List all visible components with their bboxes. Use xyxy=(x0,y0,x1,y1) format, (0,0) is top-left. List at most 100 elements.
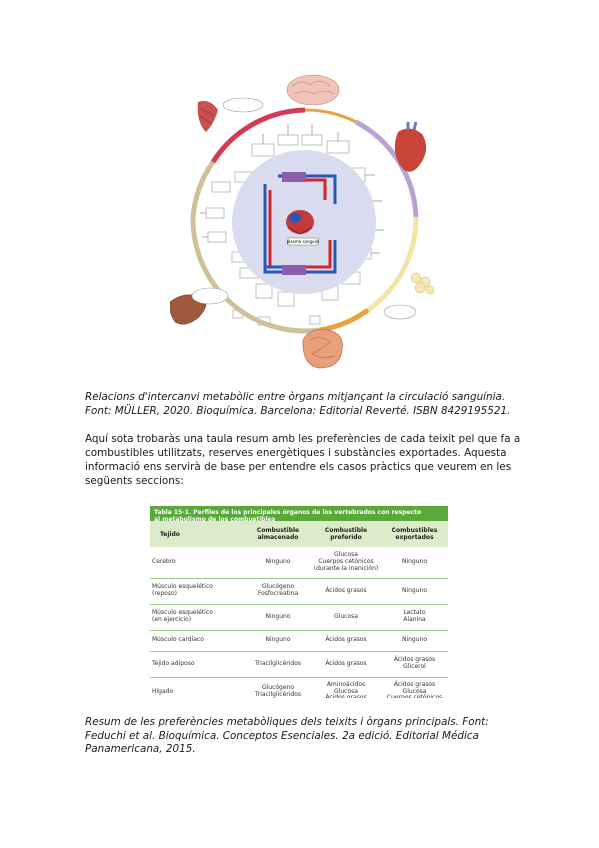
cell-line: (en ejercicio) xyxy=(152,616,192,623)
capillary-top xyxy=(282,172,306,182)
table-cell: Tejido adiposo xyxy=(150,651,245,678)
table-title-line: Tabla 15-1. Perfiles de los principales … xyxy=(154,509,422,516)
cell-line: Glucógeno xyxy=(261,684,295,692)
intestine-icon xyxy=(302,329,343,369)
cell-line: Ácidos grasos xyxy=(325,636,367,644)
cell-line: Glucosa xyxy=(334,551,358,559)
paragraph-line: següents seccions: xyxy=(85,475,184,487)
heart-icon xyxy=(394,121,427,172)
intro-paragraph: Aquí sota trobaràs una taula resum amb l… xyxy=(85,432,525,488)
table-cell: Ninguno xyxy=(245,547,311,579)
cell-line: Triacilglicéridos xyxy=(254,691,302,698)
central-heart xyxy=(286,210,314,235)
cell-line: Músculo esquelético xyxy=(152,609,213,617)
cell-line: Tejido adiposo xyxy=(152,659,195,667)
metabolic-exchange-figure: plasma sanguini xyxy=(169,72,440,372)
table-cell: Hígado xyxy=(150,677,245,698)
cell-line: Triacilglicéridos xyxy=(254,659,302,667)
cell-line: Ninguno xyxy=(265,636,291,644)
paragraph-line: Aquí sota trobaràs una taula resum amb l… xyxy=(85,433,521,445)
brain-icon xyxy=(286,74,340,106)
cell-line: Glicerol xyxy=(403,663,426,670)
table-cell: Músculo esquelético(en ejercicio) xyxy=(150,604,245,631)
caption-line: Resum de les preferències metabòliques d… xyxy=(85,716,489,728)
cell-line: Hígado xyxy=(152,687,174,695)
table-cell: Ninguno xyxy=(381,578,448,605)
cell-line: Fosfocreatina xyxy=(257,590,299,597)
muscle-icon xyxy=(197,101,218,132)
paragraph-line: informació ens servirà de base per enten… xyxy=(85,461,512,473)
cell-line: Ácidos grasos xyxy=(325,586,367,594)
table-row: Músculo esquelético(en ejercicio) Ninguno… xyxy=(150,604,448,631)
table-cell: Ácidos grasos xyxy=(311,630,381,652)
caption-line: Relacions d'intercanvi metabòlic entre ò… xyxy=(85,391,506,403)
table-cell: Glucosa xyxy=(311,604,381,631)
figure-caption: Relacions d'intercanvi metabòlic entre ò… xyxy=(85,391,525,418)
column-header: Tejido xyxy=(150,521,245,547)
cell-line: Ácidos grasos xyxy=(393,656,436,664)
cell-line: Ninguno xyxy=(265,612,291,620)
cell-line: Cuerpos cetónicos xyxy=(386,694,443,698)
cell-line: Glucosa xyxy=(402,687,427,695)
cell-line: Ninguno xyxy=(401,557,428,565)
plasma-label: plasma sanguini xyxy=(287,239,320,244)
fuel-profile-table: Tabla 15-1. Perfiles de los principales … xyxy=(150,506,448,698)
flow-arrows xyxy=(200,124,384,254)
plasma-label-box xyxy=(287,237,319,246)
caption-source: Font: MÜLLER, 2020. Bioquímica. Barcelon… xyxy=(85,404,511,417)
cell-line: Alanina xyxy=(403,616,426,623)
cell-line: Ninguno xyxy=(265,557,291,565)
column-header: Combustibles exportados xyxy=(381,521,448,547)
cell-line: Aminoácidos xyxy=(326,680,366,688)
cell-line: Lactato xyxy=(403,609,426,617)
metabolic-diagram: plasma sanguini xyxy=(169,74,435,369)
cell-line: Glucosa xyxy=(334,612,358,620)
caption-line: Panamericana, 2015. xyxy=(85,743,196,755)
cell-line: Glucosa xyxy=(334,687,358,695)
cell-line: Ninguno xyxy=(401,586,428,594)
cell-line: Ácidos grasos xyxy=(325,694,367,698)
cell-line: Músculo esquelético xyxy=(152,583,213,591)
table-cell: Triacilglicéridos xyxy=(245,651,311,678)
table-cell: Ninguno xyxy=(381,630,448,652)
table-title-line: al metabolismo de los combustibles xyxy=(154,516,276,524)
column-header: Combustible almacenado xyxy=(245,521,311,547)
cell-line: Glucógeno xyxy=(261,583,295,591)
adipose-tissue-icon xyxy=(410,272,435,295)
capillary-bottom xyxy=(282,265,306,275)
table-cell: Cerebro xyxy=(150,547,245,579)
table-caption: Resum de les preferències metabòliques d… xyxy=(85,716,525,757)
caption-line: Feduchi et al. Bioquímica. Conceptos Ese… xyxy=(85,729,479,742)
table-row: Músculo cardíaco Ninguno Ácidos grasos Ning… xyxy=(150,630,448,652)
table-cell: Músculo esquelético(reposo) xyxy=(150,578,245,605)
table-header-row: Tejido Combustible almacenado Combustibl… xyxy=(150,521,448,547)
table-title: Tabla 15-1. Perfiles de los principales … xyxy=(150,506,448,524)
outer-ovals xyxy=(191,97,417,320)
cell-line: (reposo) xyxy=(152,590,177,597)
table-grid: Tejido Combustible almacenado Combustibl… xyxy=(150,521,448,698)
cell-line: Ácidos grasos xyxy=(325,659,367,667)
cell-line: Ácidos grasos xyxy=(393,680,436,688)
table-cell: Músculo cardíaco xyxy=(150,630,245,652)
table-cell: Ninguno xyxy=(245,630,311,652)
cell-line: Ninguno xyxy=(401,636,428,644)
table-row: Tejido adiposo Triacilglicéridos Ácidos gr… xyxy=(150,651,448,678)
cell-line: (durante la inanición) xyxy=(313,564,379,572)
table-cell: Ninguno xyxy=(381,547,448,579)
table-cell: Ninguno xyxy=(245,604,311,631)
table-cell: Ácidos grasos xyxy=(311,578,381,605)
cell-line: Cuerpos cetónicos xyxy=(318,557,374,565)
table-cell: Ácidos grasos xyxy=(311,651,381,678)
cell-line: Cerebro xyxy=(152,557,176,565)
